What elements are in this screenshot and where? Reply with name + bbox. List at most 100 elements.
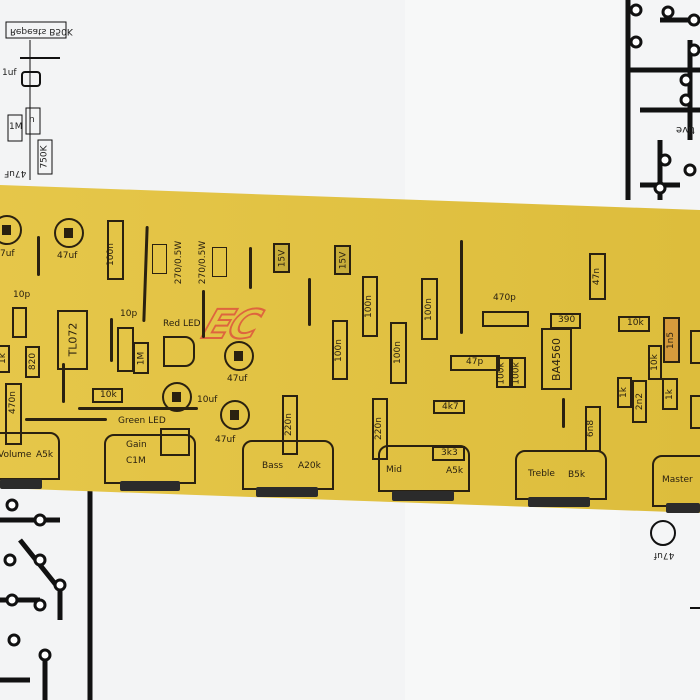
capacitor-47uf bbox=[54, 218, 84, 248]
paper-cap-label: 1uf bbox=[2, 68, 17, 78]
jumper-wire bbox=[37, 236, 40, 276]
resistor-270 bbox=[212, 247, 227, 277]
component-label: 470n bbox=[7, 391, 18, 414]
pot-label: Volume bbox=[0, 450, 32, 460]
component-label: 15V bbox=[277, 249, 288, 268]
jumper-wire bbox=[308, 278, 311, 326]
pot-label: Master bbox=[662, 475, 693, 485]
component-label: 10p bbox=[13, 290, 31, 300]
resistor-partial bbox=[690, 395, 700, 429]
resistor-100k bbox=[496, 357, 511, 388]
paper-res-label: 750K bbox=[39, 145, 50, 169]
paper-cap-label: 47uF bbox=[4, 168, 27, 178]
component-label: 390 bbox=[558, 315, 576, 325]
component-label: 10uf bbox=[197, 395, 218, 405]
jumper-wire bbox=[249, 247, 252, 289]
component-label: 220n bbox=[373, 417, 384, 440]
pot-value: A5k bbox=[446, 466, 464, 476]
capacitor-220n bbox=[372, 398, 388, 460]
component-label: 4k7 bbox=[442, 402, 459, 412]
component-label: 10k bbox=[627, 318, 644, 328]
component-label: 470p bbox=[493, 293, 516, 303]
capacitor-47uf bbox=[220, 400, 250, 430]
capacitor-10p bbox=[12, 307, 27, 338]
pot-value: A20k bbox=[298, 461, 321, 471]
diode-15v bbox=[334, 245, 351, 275]
component-label: 100k bbox=[511, 362, 522, 385]
pot-value: A5k bbox=[36, 450, 54, 460]
capacitor-47p bbox=[450, 355, 500, 371]
ic-tl072 bbox=[57, 310, 88, 370]
component-label: 10p bbox=[120, 309, 138, 319]
paper-cap-label: 47uf bbox=[654, 550, 675, 560]
resistor-1k bbox=[617, 377, 632, 408]
capacitor-100n bbox=[421, 278, 438, 340]
resistor-10k bbox=[648, 345, 662, 380]
resistor-100k bbox=[511, 357, 526, 388]
component-label: 270/0.5W bbox=[174, 240, 185, 285]
paper-res-label: 1M bbox=[9, 122, 23, 132]
pot-label: Mid bbox=[386, 465, 402, 475]
component-label: 47uf bbox=[57, 251, 78, 261]
capacitor-47uf bbox=[0, 215, 22, 245]
red-led-footprint bbox=[163, 336, 195, 367]
pot-shaft bbox=[256, 487, 318, 497]
jumper-wire bbox=[202, 290, 205, 338]
resistor-270 bbox=[152, 244, 167, 274]
pot-shaft bbox=[528, 497, 590, 507]
component-label: 10k bbox=[100, 390, 117, 400]
capacitor-220n bbox=[282, 395, 298, 455]
component-label: 3k3 bbox=[441, 448, 458, 458]
component-label: BA4560 bbox=[550, 337, 564, 382]
resistor-partial bbox=[690, 330, 700, 364]
resistor-1k bbox=[662, 378, 678, 410]
component-label: 10k bbox=[649, 354, 660, 371]
jumper-wire bbox=[110, 318, 113, 362]
pot-shaft bbox=[0, 479, 42, 489]
capacitor-47n bbox=[589, 253, 606, 300]
component-label: 47uf bbox=[215, 435, 236, 445]
capacitor-100n bbox=[362, 276, 378, 337]
component-label: TL072 bbox=[66, 322, 80, 357]
resistor-4k7 bbox=[433, 400, 465, 414]
pot-label: Gain bbox=[126, 440, 147, 450]
paper-text: tive bbox=[676, 124, 695, 135]
pot-shaft bbox=[120, 481, 180, 491]
component-label: 1k bbox=[0, 353, 8, 364]
pot-shaft bbox=[666, 503, 700, 513]
component-label: 47n bbox=[592, 267, 603, 286]
resistor-1k bbox=[0, 345, 10, 373]
resistor-10k bbox=[618, 316, 650, 332]
jumper-wire bbox=[562, 398, 565, 428]
component-label: 15V bbox=[338, 251, 349, 270]
component-label: 2n2 bbox=[635, 392, 646, 411]
resistor-10k bbox=[92, 388, 123, 403]
component-label: 1k bbox=[618, 387, 629, 398]
trimmer-470p bbox=[482, 311, 529, 327]
resistor-1m bbox=[133, 342, 149, 374]
component-label: 220n bbox=[283, 413, 294, 436]
component-label: Red LED bbox=[163, 319, 201, 329]
component-label: 1M bbox=[136, 351, 147, 366]
ic-ba4560 bbox=[541, 328, 572, 390]
component-label: 6n8 bbox=[586, 419, 597, 438]
capacitor-1n5 bbox=[663, 317, 680, 363]
component-label: 820 bbox=[28, 352, 39, 371]
paper-cap-symbol bbox=[21, 71, 41, 87]
pot-value: C1M bbox=[126, 456, 146, 466]
jumper-wire bbox=[62, 363, 65, 403]
capacitor-100n bbox=[107, 220, 124, 280]
jumper-wire bbox=[460, 240, 463, 334]
component-label: 100n bbox=[392, 341, 403, 364]
capacitor-100n bbox=[390, 322, 407, 384]
component-label: 7uf bbox=[0, 249, 15, 259]
paper-res-label: n bbox=[29, 115, 35, 125]
capacitor-47uf bbox=[224, 341, 254, 371]
component-label: 1k bbox=[664, 389, 675, 400]
component-label: 1n5 bbox=[666, 331, 677, 350]
pot-shaft bbox=[392, 491, 454, 501]
capacitor-10p bbox=[117, 327, 134, 372]
